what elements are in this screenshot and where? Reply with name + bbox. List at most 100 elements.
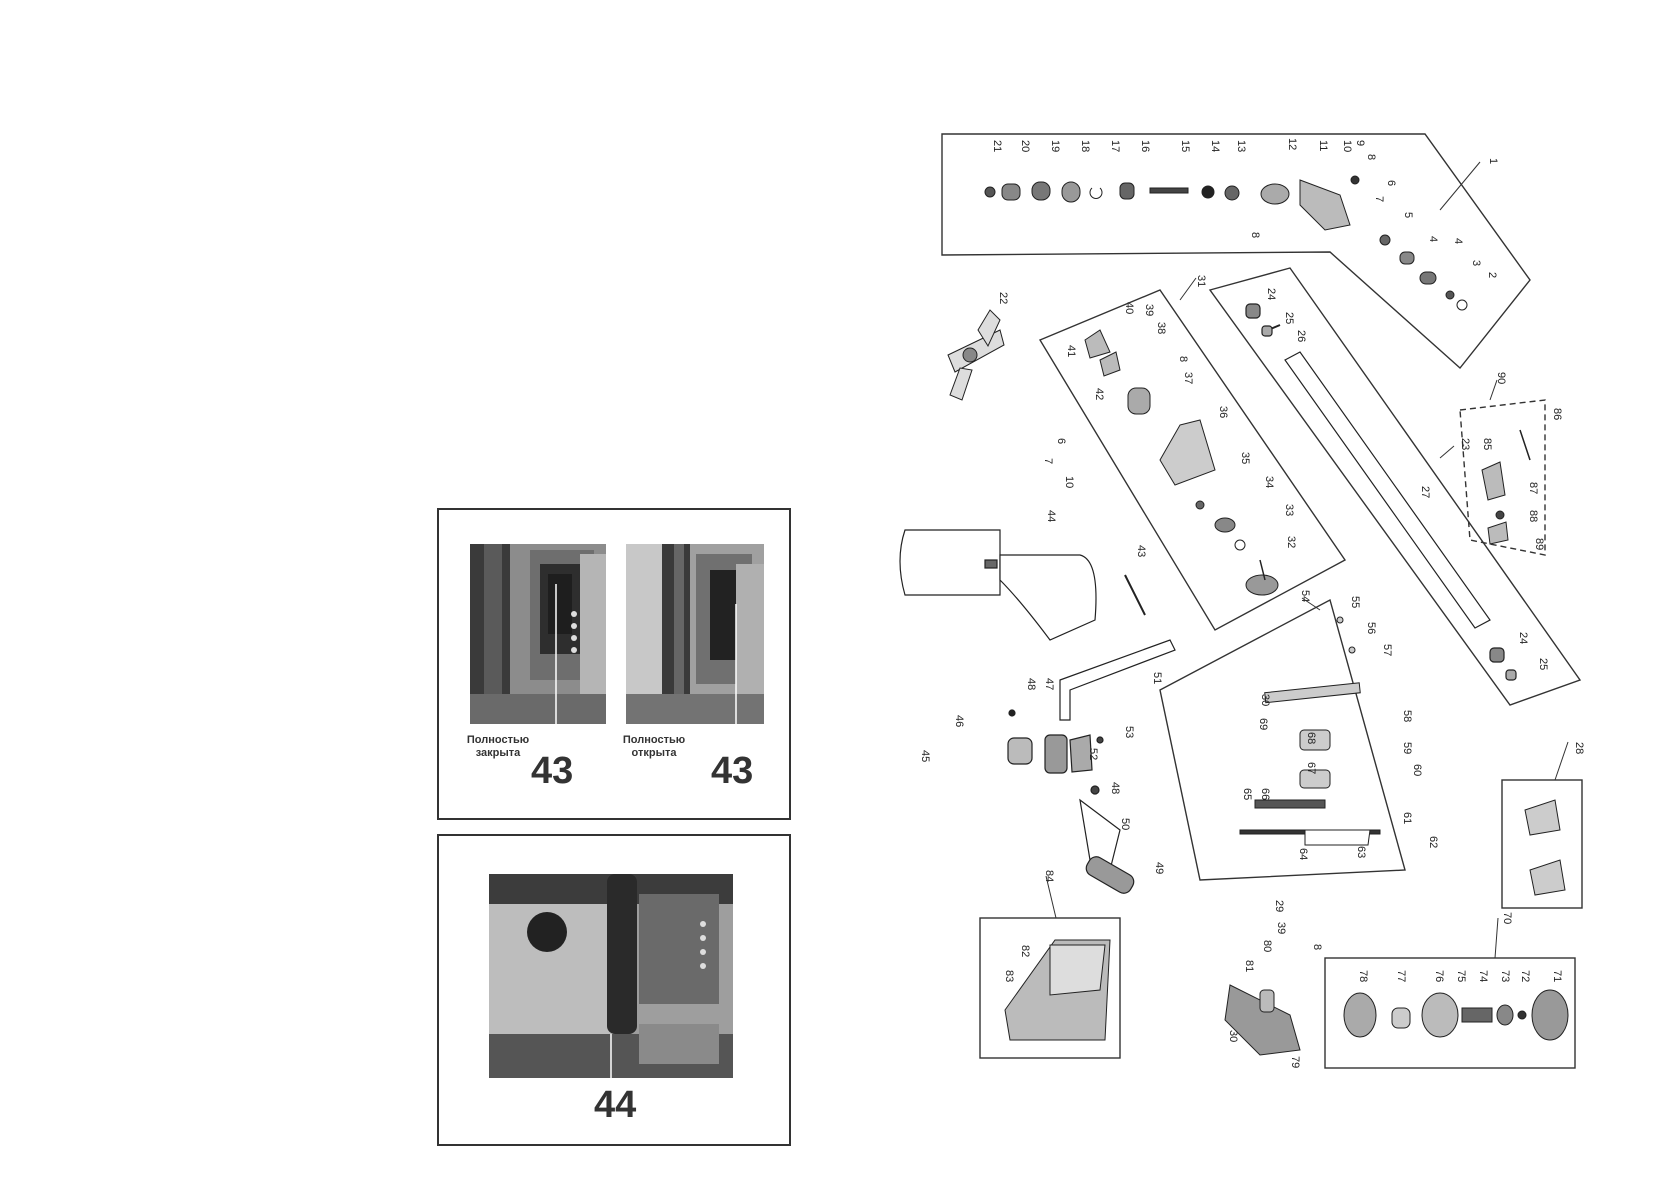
svg-text:13: 13 xyxy=(1235,140,1247,152)
svg-text:5: 5 xyxy=(1402,212,1414,218)
svg-text:42: 42 xyxy=(1093,388,1105,400)
svg-text:66: 66 xyxy=(1259,788,1271,800)
svg-text:32: 32 xyxy=(1285,536,1297,548)
gearbox-parts xyxy=(984,175,1468,311)
svg-text:7: 7 xyxy=(1042,458,1054,464)
svg-text:25: 25 xyxy=(1537,658,1549,670)
handle-group-outline xyxy=(1159,598,1406,881)
svg-text:16: 16 xyxy=(1139,140,1151,152)
svg-text:73: 73 xyxy=(1499,970,1511,982)
svg-text:4: 4 xyxy=(1427,236,1439,242)
svg-text:38: 38 xyxy=(1155,322,1167,334)
svg-text:58: 58 xyxy=(1401,710,1413,722)
svg-text:7: 7 xyxy=(1373,196,1385,202)
lever-group-90 xyxy=(1481,429,1531,545)
svg-text:81: 81 xyxy=(1243,960,1255,972)
handle-parts xyxy=(1007,639,1176,894)
closed-part-number: 43 xyxy=(531,750,574,792)
gearbox-group-outline xyxy=(941,133,1531,370)
svg-text:74: 74 xyxy=(1477,970,1489,982)
shaft-group-outline xyxy=(1208,267,1582,706)
part-28-box xyxy=(1501,779,1583,909)
svg-text:8: 8 xyxy=(1249,232,1261,238)
svg-text:25: 25 xyxy=(1283,312,1295,324)
drive-shaft xyxy=(1245,303,1517,681)
open-caption: Полностью открыта xyxy=(622,734,686,759)
svg-text:62: 62 xyxy=(1427,836,1439,848)
choke-open-photo xyxy=(626,544,764,724)
svg-text:19: 19 xyxy=(1049,140,1061,152)
closed-caption: Полностью закрыта xyxy=(466,734,530,759)
svg-text:8: 8 xyxy=(1311,944,1323,950)
svg-text:9: 9 xyxy=(1354,140,1366,146)
part-43-pin xyxy=(1124,574,1146,616)
svg-text:24: 24 xyxy=(1517,632,1529,644)
throttle-part-number: 44 xyxy=(594,1084,637,1126)
svg-text:36: 36 xyxy=(1217,406,1229,418)
leader-lines xyxy=(1045,161,1569,959)
bracket-79 xyxy=(1224,984,1301,1056)
throttle-photo xyxy=(489,874,733,1078)
svg-text:72: 72 xyxy=(1519,970,1531,982)
svg-text:29: 29 xyxy=(1273,900,1285,912)
svg-text:39: 39 xyxy=(1143,304,1155,316)
svg-text:55: 55 xyxy=(1349,596,1361,608)
svg-text:31: 31 xyxy=(1195,275,1207,287)
svg-text:70: 70 xyxy=(1501,912,1513,924)
svg-text:82: 82 xyxy=(1019,945,1031,957)
svg-text:6: 6 xyxy=(1385,180,1397,186)
svg-text:48: 48 xyxy=(1109,782,1121,794)
svg-text:54: 54 xyxy=(1299,590,1311,602)
svg-text:20: 20 xyxy=(1019,140,1031,152)
guard-bracket-outline xyxy=(1038,289,1347,631)
svg-text:44: 44 xyxy=(1045,510,1057,522)
svg-text:65: 65 xyxy=(1241,788,1253,800)
svg-text:80: 80 xyxy=(1261,940,1273,952)
svg-text:4: 4 xyxy=(1452,238,1464,244)
svg-text:52: 52 xyxy=(1087,748,1099,760)
svg-text:61: 61 xyxy=(1401,812,1413,824)
choke-closed-photo xyxy=(470,544,606,724)
svg-text:18: 18 xyxy=(1079,140,1091,152)
svg-text:49: 49 xyxy=(1153,862,1165,874)
svg-text:34: 34 xyxy=(1263,476,1275,488)
svg-text:71: 71 xyxy=(1551,970,1563,982)
svg-text:59: 59 xyxy=(1401,742,1413,754)
svg-text:50: 50 xyxy=(1119,818,1131,830)
svg-text:21: 21 xyxy=(991,140,1003,152)
svg-text:57: 57 xyxy=(1381,644,1393,656)
guard-84 xyxy=(1004,939,1111,1041)
svg-text:41: 41 xyxy=(1065,345,1077,357)
harness-44 xyxy=(899,529,1097,641)
svg-text:35: 35 xyxy=(1239,452,1251,464)
svg-text:51: 51 xyxy=(1151,672,1163,684)
svg-text:11: 11 xyxy=(1317,140,1329,151)
svg-text:12: 12 xyxy=(1286,138,1298,150)
svg-text:89: 89 xyxy=(1533,538,1545,550)
svg-text:60: 60 xyxy=(1411,764,1423,776)
svg-text:8: 8 xyxy=(1365,154,1377,160)
svg-text:85: 85 xyxy=(1481,438,1493,450)
svg-text:64: 64 xyxy=(1297,848,1309,860)
lever-group-outline xyxy=(1459,399,1546,556)
svg-text:1: 1 xyxy=(1487,158,1499,164)
photo-panel-throttle: 44 xyxy=(437,834,791,1146)
svg-text:24: 24 xyxy=(1265,288,1277,300)
svg-text:46: 46 xyxy=(953,715,965,727)
part-number-labels: 1 2 3 4 4 5 6 7 8 9 10 11 12 13 14 15 16… xyxy=(919,138,1585,1068)
part-84-box xyxy=(979,917,1121,1059)
svg-text:3: 3 xyxy=(1470,260,1482,266)
photo-panel-choke: Полностью закрыта 43 Полностью открыта 4… xyxy=(437,508,791,820)
open-part-number: 43 xyxy=(711,750,754,792)
blade-22 xyxy=(947,309,1005,401)
part-70-box xyxy=(1324,957,1576,1069)
part-28 xyxy=(1524,799,1566,896)
svg-text:78: 78 xyxy=(1357,970,1369,982)
svg-text:75: 75 xyxy=(1455,970,1467,982)
svg-text:88: 88 xyxy=(1527,510,1539,522)
svg-text:30: 30 xyxy=(1227,1030,1239,1042)
svg-text:77: 77 xyxy=(1395,970,1407,982)
svg-text:45: 45 xyxy=(919,750,931,762)
svg-text:39: 39 xyxy=(1275,922,1287,934)
